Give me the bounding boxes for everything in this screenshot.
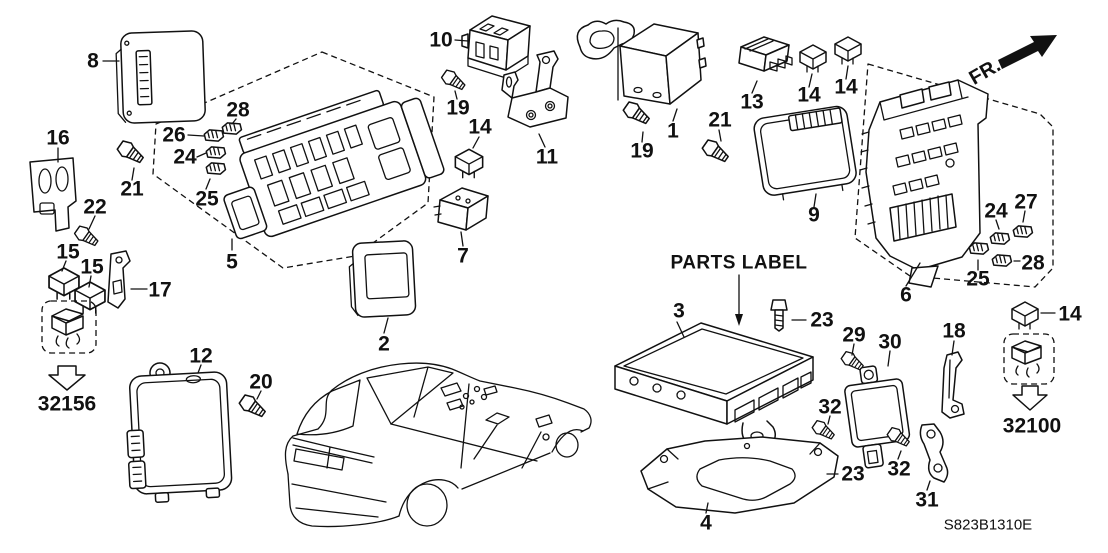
part-13-drawing[interactable]: [738, 36, 793, 72]
harness-ref-left: 32156: [38, 393, 96, 416]
callout-15b[interactable]: 15: [80, 256, 104, 279]
callout-19a[interactable]: 19: [446, 97, 469, 120]
callout-27[interactable]: 27: [1014, 191, 1037, 214]
callout-29[interactable]: 29: [842, 324, 865, 347]
callout-17[interactable]: 17: [148, 279, 171, 302]
part-20-bolt[interactable]: [236, 391, 269, 422]
callout-25l[interactable]: 25: [195, 188, 219, 211]
part-19a-bolt[interactable]: [439, 67, 469, 94]
part-14c-relay[interactable]: [454, 148, 484, 179]
part-6-drawing[interactable]: [859, 79, 989, 288]
part-16-drawing[interactable]: [29, 157, 77, 232]
callout-19b[interactable]: 19: [630, 140, 653, 163]
callout-24r[interactable]: 24: [984, 200, 1008, 223]
callout-14b[interactable]: 14: [834, 76, 858, 99]
callout-14a[interactable]: 14: [797, 84, 821, 107]
callout-13[interactable]: 13: [740, 91, 763, 114]
part-2-drawing[interactable]: [348, 240, 417, 318]
callout-30[interactable]: 30: [878, 331, 901, 354]
part-27-fuse[interactable]: [1011, 222, 1034, 241]
part-14a-relay[interactable]: [799, 44, 827, 73]
part-24-fuse-right[interactable]: [988, 229, 1011, 248]
part-26-fuse[interactable]: [202, 126, 225, 145]
part-8-drawing[interactable]: [115, 30, 206, 124]
callout-3[interactable]: 3: [673, 300, 685, 323]
callout-21a[interactable]: 21: [120, 178, 144, 201]
connector-32100: [1003, 333, 1055, 385]
callout-31[interactable]: 31: [915, 489, 939, 512]
callout-11[interactable]: 11: [536, 146, 559, 169]
callout-12[interactable]: 12: [189, 345, 212, 368]
callout-20[interactable]: 20: [249, 371, 272, 394]
part-3-drawing[interactable]: [614, 322, 814, 449]
callout-25r[interactable]: 25: [966, 268, 990, 291]
parts-label: PARTS LABEL: [670, 253, 807, 274]
fusebox-6-dashed-outline: [854, 63, 1054, 288]
callout-24l[interactable]: 24: [173, 146, 197, 169]
connector-32156: [41, 300, 97, 354]
callout-15a[interactable]: 15: [56, 241, 80, 264]
callout-2[interactable]: 2: [378, 333, 390, 356]
car-drawing: [284, 362, 592, 528]
part-1-drawing[interactable]: [617, 23, 707, 105]
callout-1[interactable]: 1: [667, 120, 679, 143]
callout-6[interactable]: 6: [900, 284, 912, 307]
callout-14r[interactable]: 14: [1058, 303, 1082, 326]
part-7-drawing[interactable]: [433, 187, 489, 231]
part-5-drawing[interactable]: [206, 78, 446, 247]
part-30-drawing[interactable]: [842, 362, 913, 469]
callout-28r[interactable]: 28: [1021, 252, 1045, 275]
part-28-fuse-left[interactable]: [220, 119, 243, 138]
part-24-fuse-left[interactable]: [204, 143, 227, 162]
callout-28l[interactable]: 28: [226, 99, 250, 122]
callout-23a[interactable]: 23: [810, 309, 833, 332]
callout-21b[interactable]: 21: [708, 109, 732, 132]
leader-lines: [57, 39, 1056, 514]
callout-16[interactable]: 16: [46, 127, 69, 150]
callout-18[interactable]: 18: [942, 320, 966, 343]
parts-label-arrow: [735, 274, 743, 326]
fusebox-5-dashed-outline: [152, 51, 435, 269]
callout-14c[interactable]: 14: [468, 116, 492, 139]
part-19b-bolt[interactable]: [620, 98, 653, 129]
part-15b-relay[interactable]: [74, 281, 106, 314]
callout-5[interactable]: 5: [226, 251, 238, 274]
callout-32b[interactable]: 32: [887, 458, 910, 481]
part-11-drawing[interactable]: [501, 50, 569, 128]
part-10-drawing[interactable]: [461, 15, 531, 79]
part-31-drawing[interactable]: [919, 423, 949, 483]
part-25-fuse-left[interactable]: [204, 159, 227, 178]
part-21a-bolt[interactable]: [114, 137, 147, 168]
callout-9[interactable]: 9: [808, 204, 820, 227]
front-direction-arrow: [998, 35, 1057, 69]
callout-7[interactable]: 7: [457, 245, 469, 268]
callout-10[interactable]: 10: [429, 29, 452, 52]
hook-bracket-drawing[interactable]: [576, 19, 636, 60]
callout-4[interactable]: 4: [700, 512, 712, 535]
callout-8[interactable]: 8: [87, 50, 99, 73]
callout-layer: 8162122151517262428255122021019147111192…: [46, 29, 1082, 535]
part-32a-bolt[interactable]: [810, 417, 838, 444]
part-21b-bolt[interactable]: [699, 136, 732, 167]
part-17-drawing[interactable]: [107, 250, 131, 309]
part-28-fuse-right[interactable]: [990, 251, 1013, 270]
part-9-drawing[interactable]: [753, 105, 859, 203]
part-14b-relay[interactable]: [834, 36, 862, 65]
arrow-32156: [48, 365, 86, 391]
part-12-drawing[interactable]: [124, 360, 233, 504]
callout-26[interactable]: 26: [162, 124, 185, 147]
harness-ref-right: 32100: [1003, 415, 1061, 438]
callout-23b[interactable]: 23: [841, 463, 864, 486]
part-14r-relay[interactable]: [1011, 301, 1039, 330]
part-18-drawing[interactable]: [941, 351, 965, 419]
callout-22[interactable]: 22: [83, 196, 106, 219]
diagram-code: S823B1310E: [944, 517, 1032, 534]
part-4-drawing[interactable]: [640, 436, 839, 514]
arrow-32100: [1012, 385, 1048, 411]
part-23a-bolt[interactable]: [770, 299, 788, 332]
callout-32a[interactable]: 32: [818, 396, 841, 419]
